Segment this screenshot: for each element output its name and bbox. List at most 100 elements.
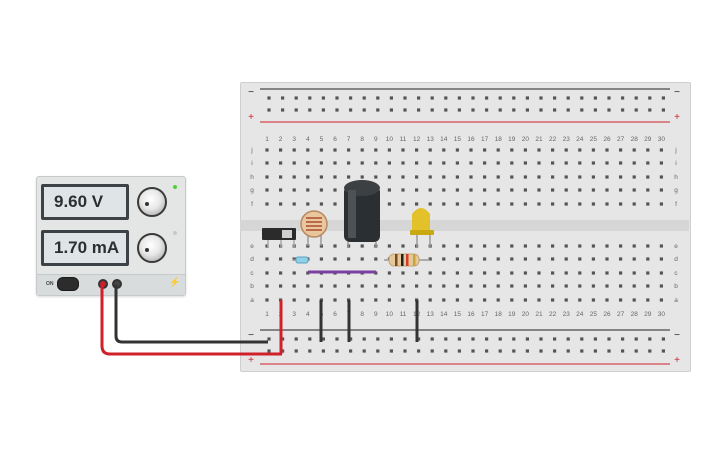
terminal-hole[interactable] bbox=[578, 244, 582, 248]
terminal-hole[interactable] bbox=[564, 244, 568, 248]
terminal-hole[interactable] bbox=[551, 298, 555, 302]
terminal-hole[interactable] bbox=[292, 271, 296, 275]
terminal-hole[interactable] bbox=[401, 161, 405, 165]
rail-hole[interactable] bbox=[593, 108, 597, 112]
rail-hole[interactable] bbox=[430, 96, 434, 100]
terminal-hole[interactable] bbox=[564, 298, 568, 302]
terminal-hole[interactable] bbox=[496, 298, 500, 302]
terminal-hole[interactable] bbox=[483, 244, 487, 248]
terminal-hole[interactable] bbox=[360, 161, 364, 165]
rail-hole[interactable] bbox=[403, 337, 407, 341]
terminal-hole[interactable] bbox=[360, 175, 364, 179]
terminal-hole[interactable] bbox=[306, 148, 310, 152]
rail-hole[interactable] bbox=[648, 96, 652, 100]
rail-hole[interactable] bbox=[566, 96, 570, 100]
terminal-hole[interactable] bbox=[659, 188, 663, 192]
terminal-hole[interactable] bbox=[523, 148, 527, 152]
terminal-hole[interactable] bbox=[347, 161, 351, 165]
terminal-hole[interactable] bbox=[523, 175, 527, 179]
terminal-hole[interactable] bbox=[483, 257, 487, 261]
rail-hole[interactable] bbox=[661, 349, 665, 353]
terminal-hole[interactable] bbox=[401, 298, 405, 302]
terminal-hole[interactable] bbox=[605, 298, 609, 302]
rail-hole[interactable] bbox=[525, 349, 529, 353]
terminal-hole[interactable] bbox=[619, 175, 623, 179]
rail-hole[interactable] bbox=[539, 349, 543, 353]
rail-hole[interactable] bbox=[308, 108, 312, 112]
terminal-hole[interactable] bbox=[319, 148, 323, 152]
terminal-hole[interactable] bbox=[319, 202, 323, 206]
rail-hole[interactable] bbox=[349, 108, 353, 112]
terminal-hole[interactable] bbox=[646, 298, 650, 302]
terminal-hole[interactable] bbox=[442, 175, 446, 179]
terminal-hole[interactable] bbox=[442, 188, 446, 192]
terminal-hole[interactable] bbox=[591, 202, 595, 206]
rail-hole[interactable] bbox=[634, 337, 638, 341]
rail-hole[interactable] bbox=[566, 349, 570, 353]
terminal-hole[interactable] bbox=[306, 202, 310, 206]
terminal-hole[interactable] bbox=[578, 188, 582, 192]
rail-hole[interactable] bbox=[389, 96, 393, 100]
rail-hole[interactable] bbox=[580, 349, 584, 353]
terminal-hole[interactable] bbox=[442, 148, 446, 152]
terminal-hole[interactable] bbox=[279, 148, 283, 152]
terminal-hole[interactable] bbox=[537, 161, 541, 165]
rail-hole[interactable] bbox=[498, 108, 502, 112]
terminal-hole[interactable] bbox=[646, 202, 650, 206]
rail-hole[interactable] bbox=[267, 108, 271, 112]
rail-hole[interactable] bbox=[634, 349, 638, 353]
rail-hole[interactable] bbox=[403, 349, 407, 353]
rail-hole[interactable] bbox=[485, 349, 489, 353]
terminal-hole[interactable] bbox=[360, 257, 364, 261]
terminal-hole[interactable] bbox=[442, 298, 446, 302]
rail-hole[interactable] bbox=[634, 108, 638, 112]
terminal-hole[interactable] bbox=[428, 188, 432, 192]
rail-hole[interactable] bbox=[308, 96, 312, 100]
rail-hole[interactable] bbox=[498, 349, 502, 353]
rail-hole[interactable] bbox=[621, 349, 625, 353]
terminal-hole[interactable] bbox=[510, 202, 514, 206]
terminal-hole[interactable] bbox=[619, 284, 623, 288]
rail-hole[interactable] bbox=[362, 337, 366, 341]
rail-hole[interactable] bbox=[621, 337, 625, 341]
terminal-hole[interactable] bbox=[469, 271, 473, 275]
terminal-hole[interactable] bbox=[483, 161, 487, 165]
rail-hole[interactable] bbox=[389, 337, 393, 341]
terminal-hole[interactable] bbox=[415, 271, 419, 275]
terminal-hole[interactable] bbox=[510, 298, 514, 302]
terminal-hole[interactable] bbox=[428, 298, 432, 302]
terminal-hole[interactable] bbox=[455, 202, 459, 206]
terminal-hole[interactable] bbox=[319, 175, 323, 179]
rail-hole[interactable] bbox=[580, 337, 584, 341]
rail-hole[interactable] bbox=[417, 108, 421, 112]
rail-hole[interactable] bbox=[485, 108, 489, 112]
terminal-hole[interactable] bbox=[605, 148, 609, 152]
terminal-hole[interactable] bbox=[428, 202, 432, 206]
terminal-hole[interactable] bbox=[646, 148, 650, 152]
rail-hole[interactable] bbox=[281, 349, 285, 353]
rail-hole[interactable] bbox=[267, 96, 271, 100]
terminal-hole[interactable] bbox=[306, 188, 310, 192]
rail-hole[interactable] bbox=[349, 337, 353, 341]
rail-hole[interactable] bbox=[376, 337, 380, 341]
rail-hole[interactable] bbox=[349, 349, 353, 353]
terminal-hole[interactable] bbox=[551, 188, 555, 192]
rail-hole[interactable] bbox=[648, 337, 652, 341]
terminal-hole[interactable] bbox=[401, 175, 405, 179]
terminal-hole[interactable] bbox=[483, 175, 487, 179]
terminal-hole[interactable] bbox=[646, 257, 650, 261]
terminal-hole[interactable] bbox=[442, 271, 446, 275]
rail-hole[interactable] bbox=[335, 349, 339, 353]
terminal-hole[interactable] bbox=[360, 298, 364, 302]
terminal-hole[interactable] bbox=[605, 271, 609, 275]
terminal-hole[interactable] bbox=[619, 271, 623, 275]
rail-hole[interactable] bbox=[457, 108, 461, 112]
terminal-hole[interactable] bbox=[387, 298, 391, 302]
terminal-hole[interactable] bbox=[564, 271, 568, 275]
terminal-hole[interactable] bbox=[537, 188, 541, 192]
terminal-hole[interactable] bbox=[469, 257, 473, 261]
terminal-hole[interactable] bbox=[510, 148, 514, 152]
terminal-hole[interactable] bbox=[265, 284, 269, 288]
rail-hole[interactable] bbox=[512, 349, 516, 353]
terminal-hole[interactable] bbox=[265, 298, 269, 302]
